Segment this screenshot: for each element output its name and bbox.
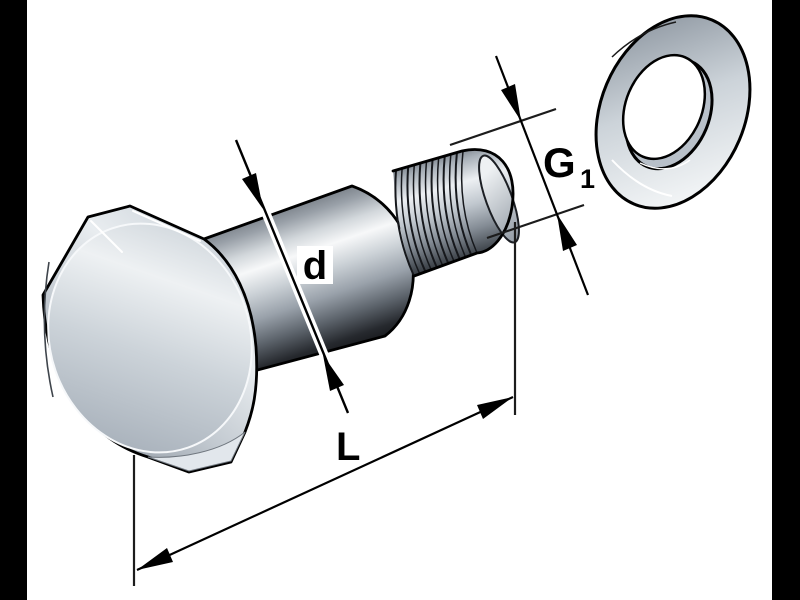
dim-d-label: d xyxy=(303,244,327,288)
thread-crest-arc xyxy=(418,162,438,269)
dim-d-arrow-bottom xyxy=(323,355,344,391)
dim-d-label-box xyxy=(297,246,333,284)
dim-g1-ext-bottom xyxy=(486,203,585,240)
thread-crest-arc xyxy=(436,157,455,263)
bolt-head-face xyxy=(47,222,253,454)
frame-bar-right xyxy=(772,0,800,600)
dim-l-arrow-right xyxy=(477,397,513,419)
washer-seam-arc xyxy=(611,21,677,58)
thread-crest-arc xyxy=(412,164,432,271)
dim-g1-label-subscript: 1 xyxy=(580,164,595,194)
washer-hole xyxy=(621,53,707,161)
thread-crest-arc xyxy=(400,167,421,275)
thread-crest-arc xyxy=(424,160,444,267)
thread-crest-arc xyxy=(448,153,467,258)
washer xyxy=(594,14,752,210)
dim-d-arrow-top xyxy=(242,173,263,209)
dim-l-line xyxy=(136,396,514,571)
thread-crest-arc xyxy=(406,165,427,273)
head-chamfer-edge-left xyxy=(43,261,54,398)
dim-l-label: L xyxy=(336,425,360,469)
thread-crest-arc xyxy=(442,155,461,261)
thread-crest-arc xyxy=(394,169,415,277)
bolt-thread-outline xyxy=(391,148,515,278)
thread-arcs xyxy=(394,150,478,277)
washer-bore-highlight xyxy=(639,159,691,170)
thread-crest-arc xyxy=(430,158,450,265)
dim-l-arrow-left xyxy=(137,548,173,570)
washer-face-highlight xyxy=(611,159,673,197)
dim-g1-arrow-bottom xyxy=(557,214,577,251)
thread-crest-arc xyxy=(460,150,478,254)
dim-g1-label-base: G xyxy=(543,139,576,186)
dim-g1-arrow-top xyxy=(501,84,521,121)
bolt-head-bottom-facet xyxy=(147,431,246,472)
thread-crest-arc xyxy=(454,151,473,257)
head-facet-highlight-top xyxy=(132,210,201,242)
dim-g1-ext-top xyxy=(449,107,557,147)
head-facet-highlight-left xyxy=(90,220,123,253)
frame-bar-left xyxy=(0,0,27,600)
